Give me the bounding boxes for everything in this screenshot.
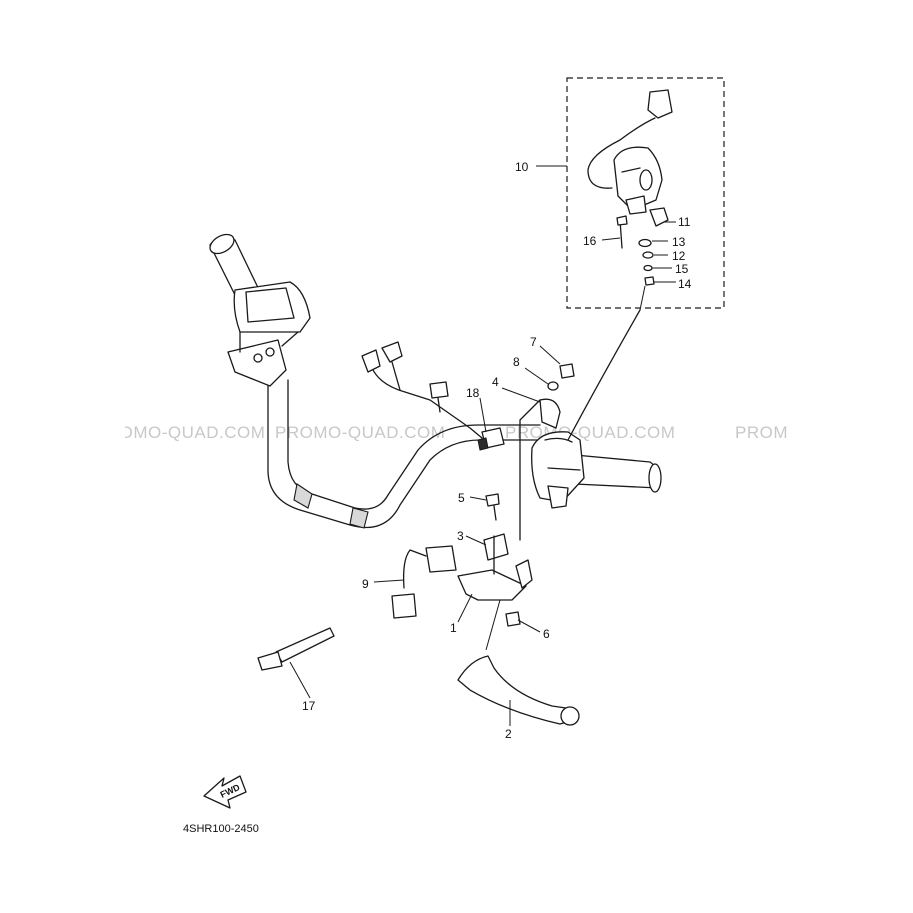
callout-label: 15	[675, 262, 689, 276]
left-grip-throttle	[209, 233, 311, 387]
callout-label: 2	[505, 727, 512, 741]
callout-label: 4	[492, 375, 499, 389]
callout-label: 11	[678, 215, 691, 229]
callout-label: 7	[530, 335, 537, 349]
watermark-text: PROMO-QUAD.COM	[505, 423, 675, 442]
wire-harness	[361, 341, 483, 439]
callout-label: 8	[513, 355, 520, 369]
watermark-text: PROMO-QUAD.COM	[275, 423, 445, 442]
callout-label: 3	[457, 529, 464, 543]
callout-labels: 1 2 3 4 5 6 7 8 9 10 11 12 13 14 15 16 1…	[302, 160, 692, 741]
callout-label: 17	[302, 699, 316, 713]
watermark-text: PROMO-QUAD.COM	[95, 423, 265, 442]
leader-lines	[289, 165, 676, 726]
lever-assembly	[391, 493, 580, 726]
diagram-code: 4SHR100-2450	[183, 823, 259, 835]
callout-label: 18	[466, 386, 480, 400]
watermark-text: PROMO-QUAD.COM	[735, 423, 905, 442]
handlebar	[267, 379, 541, 529]
inset-switch-group	[566, 77, 725, 311]
callout-label: 13	[672, 235, 686, 249]
clamp-4-7-8	[519, 363, 575, 541]
callout-label: 16	[583, 234, 597, 248]
callout-label: 10	[515, 160, 529, 174]
callout-label: 6	[543, 627, 550, 641]
cable-tie-17	[257, 627, 335, 671]
callout-label: 9	[362, 577, 369, 591]
callout-label: 5	[458, 491, 465, 505]
callout-label: 12	[672, 249, 686, 263]
fwd-arrow-icon: FWD	[203, 775, 247, 809]
right-grip-switch	[531, 309, 662, 509]
callout-label: 1	[450, 621, 457, 635]
callout-label: 14	[678, 277, 692, 291]
switch-block-18	[477, 427, 505, 451]
